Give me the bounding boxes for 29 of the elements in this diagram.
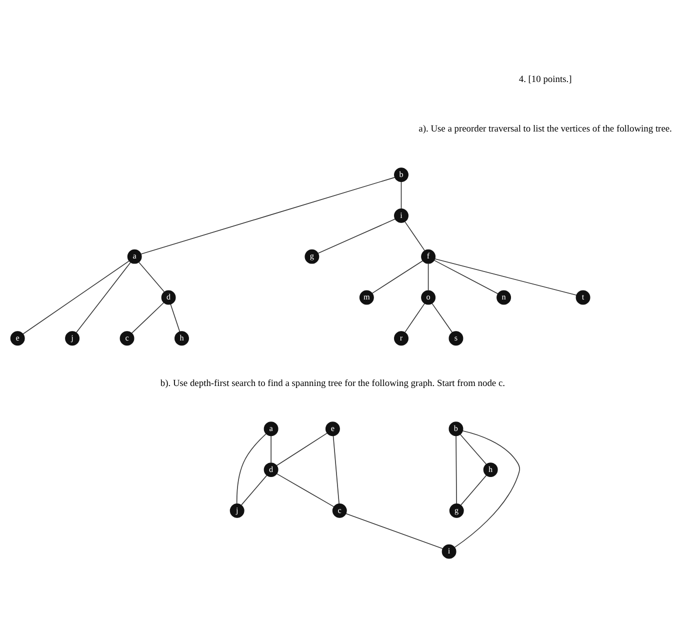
- label: b). Use depth-first search to find a spanning tree for the following graph. Start from node c.: [160, 378, 505, 389]
- connector: [460, 475, 487, 506]
- connector: [346, 513, 444, 550]
- connector: [131, 302, 164, 334]
- connector: [270, 436, 272, 464]
- connector: [332, 435, 340, 504]
- connector: [22, 260, 130, 334]
- connector: [241, 475, 268, 506]
- connector: [318, 218, 396, 254]
- connector: [76, 262, 131, 333]
- connector: [434, 258, 577, 296]
- connector: [404, 303, 426, 333]
- connector: [428, 263, 429, 291]
- connector: [140, 177, 396, 254]
- connector: [456, 435, 457, 504]
- connector: [460, 434, 487, 465]
- connector: [236, 434, 266, 504]
- label: a). Use a preorder traversal to list the vertices of the following tree.: [418, 124, 672, 135]
- connector: [372, 260, 424, 294]
- connector: [276, 473, 334, 508]
- connector: [432, 303, 453, 333]
- connector: [434, 260, 498, 294]
- label: 4. [10 points.]: [518, 75, 572, 86]
- connector: [404, 221, 425, 251]
- connector: [454, 430, 520, 548]
- connector: [138, 262, 165, 292]
- connector: [170, 304, 180, 332]
- connector: [276, 432, 328, 466]
- connector: [400, 181, 402, 209]
